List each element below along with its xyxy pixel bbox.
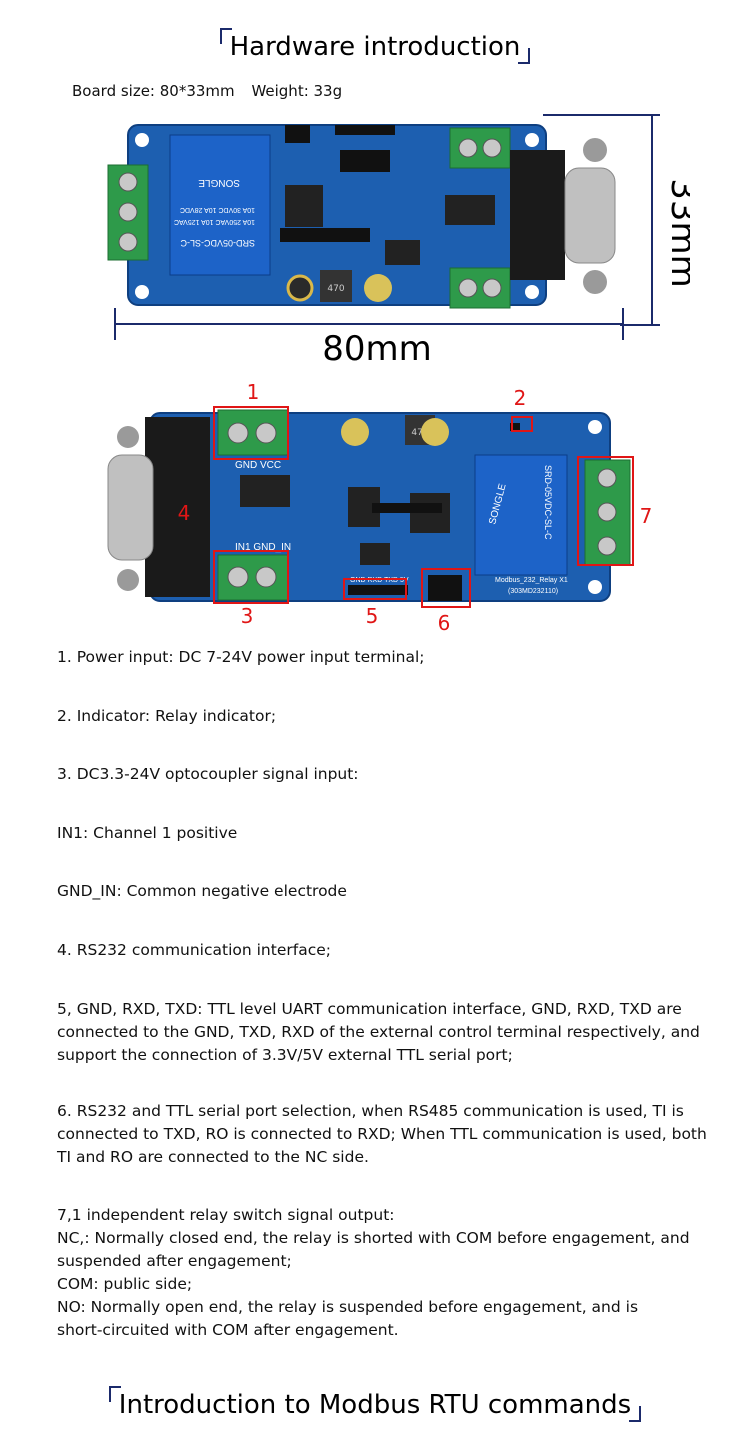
svg-text:10A 30VDC 10A 28VDC: 10A 30VDC 10A 28VDC xyxy=(180,206,255,213)
callout-4: 4 xyxy=(178,501,191,525)
callout-7: 7 xyxy=(640,504,653,528)
callout-3: 3 xyxy=(241,604,254,628)
desc-7: 7,1 independent relay switch signal outp… xyxy=(57,1206,690,1339)
callout-box-1 xyxy=(213,406,289,460)
callout-2: 2 xyxy=(514,386,527,410)
svg-text:SRD-05VDC-SL-C: SRD-05VDC-SL-C xyxy=(180,238,255,248)
callout-box-3 xyxy=(213,550,289,604)
board-top-photo: 33mm 80mm SRD-05VDC-SL-C 10A 250VAC 10A … xyxy=(107,114,690,369)
db9-connector xyxy=(510,150,565,280)
svg-text:(303MD232110): (303MD232110) xyxy=(508,588,558,595)
hardware-title: Hardware introduction xyxy=(229,32,521,62)
svg-text:10A 250VAC 10A 125VAC: 10A 250VAC 10A 125VAC xyxy=(174,218,255,225)
callout-box-5 xyxy=(343,578,407,600)
desc-2: 2. Indicator: Relay indicator; xyxy=(57,707,277,725)
callout-1: 1 xyxy=(247,380,260,404)
desc-4: 4. RS232 communication interface; xyxy=(57,941,331,959)
callout-5: 5 xyxy=(366,604,379,628)
callout-box-2 xyxy=(511,416,533,432)
board-annotated-photo: GND VCC IN1 GND_IN 470 GND RXD TXD 5V Mo… xyxy=(107,380,653,635)
desc-1: 1. Power input: DC 7-24V power input ter… xyxy=(57,648,425,666)
desc-5: 5, GND, RXD, TXD: TTL level UART communi… xyxy=(57,1000,700,1064)
svg-text:SRD-05VDC-SL-C: SRD-05VDC-SL-C xyxy=(543,465,553,540)
relay-body xyxy=(169,134,271,276)
callout-box-6 xyxy=(421,568,471,608)
svg-text:470: 470 xyxy=(327,284,344,294)
width-label: 80mm xyxy=(322,329,432,369)
desc-in1: IN1: Channel 1 positive xyxy=(57,824,238,842)
modbus-title: Introduction to Modbus RTU commands xyxy=(118,1390,632,1420)
board-specs: Board size: 80*33mm Weight: 33g xyxy=(72,82,354,100)
svg-text:GND RXD TXD 5V: GND RXD TXD 5V xyxy=(350,577,409,584)
hardware-heading: Hardware introduction xyxy=(0,28,750,64)
callout-box-7 xyxy=(577,456,634,566)
weight-text: Weight: 33g xyxy=(251,82,343,100)
db9-connector-2 xyxy=(145,417,210,597)
svg-text:SONGLE: SONGLE xyxy=(198,177,240,188)
svg-text:Modbus_232_Relay X1: Modbus_232_Relay X1 xyxy=(495,577,568,584)
desc-gnd-in: GND_IN: Common negative electrode xyxy=(57,882,347,900)
svg-text:IN1 GND_IN: IN1 GND_IN xyxy=(235,542,291,553)
desc-3: 3. DC3.3-24V optocoupler signal input: xyxy=(57,765,359,783)
desc-6: 6. RS232 and TTL serial port selection, … xyxy=(57,1102,707,1166)
modbus-heading: Introduction to Modbus RTU commands xyxy=(0,1386,750,1422)
svg-text:470: 470 xyxy=(411,428,428,438)
callout-6: 6 xyxy=(438,611,451,635)
svg-text:GND VCC: GND VCC xyxy=(235,460,281,471)
inductor xyxy=(320,270,352,302)
height-label: 33mm xyxy=(663,178,690,288)
board-size-text: Board size: 80*33mm xyxy=(72,82,235,100)
